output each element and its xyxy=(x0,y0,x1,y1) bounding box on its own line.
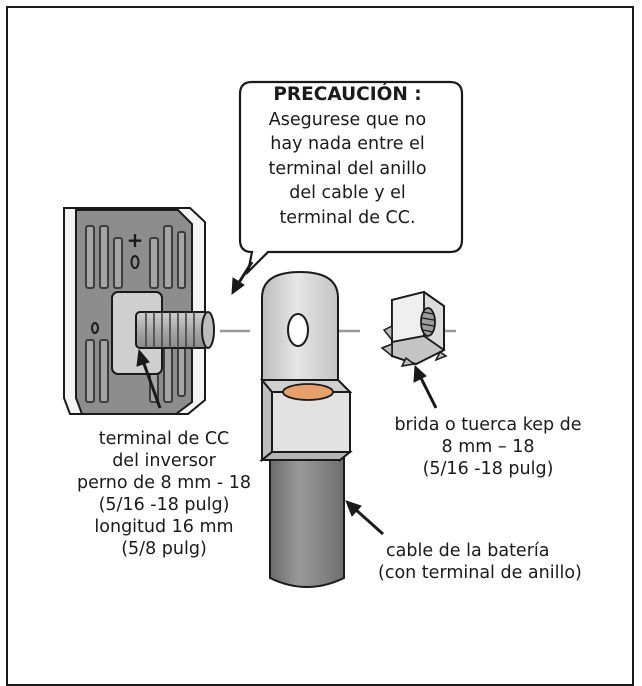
caution-line: del cable y el xyxy=(289,183,406,203)
dc-terminal-label-line: longitud 16 mm xyxy=(94,517,234,537)
caution-line: hay nada entre el xyxy=(270,134,425,154)
nut-label: brida o tuerca kep de 8 mm – 18 (5/16 -1… xyxy=(372,414,604,480)
arrow-caution xyxy=(231,261,254,296)
dc-terminal-label-line: perno de 8 mm - 18 xyxy=(76,473,252,493)
cable-label-line: (con terminal de anillo) xyxy=(378,563,582,583)
dc-terminal-bolt xyxy=(135,311,215,349)
nut-label-line: 8 mm – 18 xyxy=(441,437,535,457)
pointer-arrows xyxy=(136,261,438,536)
caution-callout xyxy=(238,80,464,276)
arrow-nut xyxy=(413,364,438,409)
arrow-cable xyxy=(345,500,384,536)
kep-nut xyxy=(380,290,448,367)
arrow-dc-terminal xyxy=(136,348,162,409)
caution-title: PRECAUCIÓN : xyxy=(273,84,422,105)
dc-terminal-label: terminal de CC del inversor perno de 8 m… xyxy=(38,428,290,560)
caution-line: Asegurese que no xyxy=(268,109,427,130)
caution-line: terminal del anillo xyxy=(268,158,427,179)
inverter-dc-panel: + xyxy=(63,207,206,415)
cable-label: cable de la batería (con terminal de ani… xyxy=(378,540,632,584)
caution-line: terminal de CC. xyxy=(279,207,416,228)
copper-core xyxy=(282,383,334,401)
positive-polarity-symbol: + xyxy=(127,228,144,252)
dc-terminal-label-line: terminal de CC xyxy=(98,429,230,449)
dc-terminal-label-line: (5/16 -18 pulg) xyxy=(98,495,230,515)
panel-hole xyxy=(91,322,99,334)
cable-label-line: cable de la batería xyxy=(386,541,550,561)
battery-cable xyxy=(269,451,345,588)
ring-terminal-lug xyxy=(259,270,353,463)
dc-terminal-label-line: del inversor xyxy=(112,451,216,471)
panel-hole xyxy=(130,255,140,269)
nut-label-line: brida o tuerca kep de xyxy=(394,415,582,435)
caution-text: PRECAUCIÓN : Asegurese que no hay nada e… xyxy=(240,83,455,230)
nut-label-line: (5/16 -18 pulg) xyxy=(422,459,554,479)
callout-bubble xyxy=(238,80,464,276)
dc-terminal-label-line: (5/8 pulg) xyxy=(121,539,207,559)
